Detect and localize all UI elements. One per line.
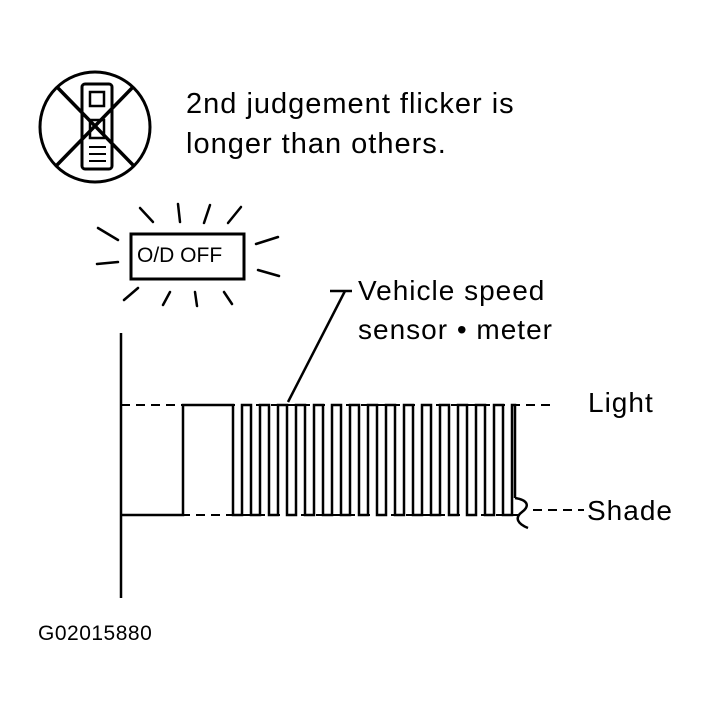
od-off-indicator — [129, 232, 246, 281]
note-line-2: longer than others. — [186, 128, 447, 160]
callout-line-1: Vehicle speed — [358, 275, 546, 306]
waveform-break-mark — [514, 496, 529, 530]
no-device-icon — [38, 70, 152, 184]
note-line-1: 2nd judgement flicker is — [186, 88, 515, 120]
callout-line-2: sensor • meter — [358, 314, 553, 345]
pulse-waveform — [121, 403, 517, 517]
od-off-label: O/D OFF — [137, 244, 223, 267]
shade-label: Shade — [587, 495, 673, 526]
blinking-rays-icon — [95, 202, 281, 308]
light-label: Light — [588, 387, 654, 418]
figure-id: G02015880 — [38, 622, 153, 645]
callout-leader — [286, 290, 347, 403]
